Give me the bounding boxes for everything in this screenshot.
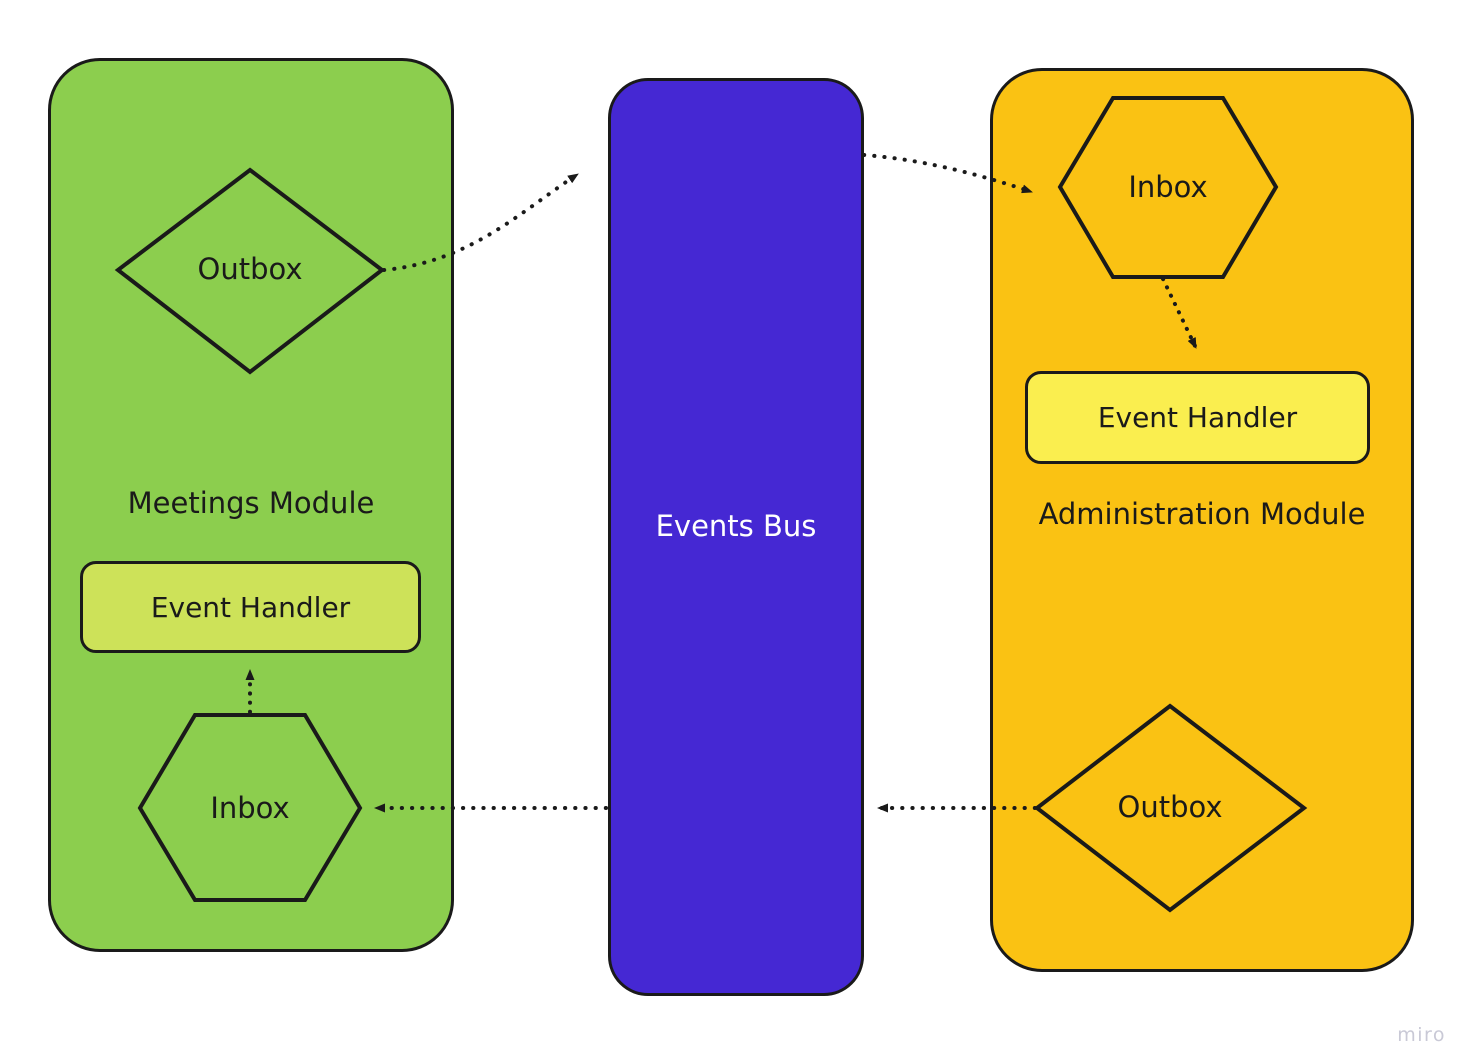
event-handler-administration[interactable]: Event Handler — [1025, 371, 1370, 464]
event-handler-meetings-label: Event Handler — [150, 590, 351, 624]
event-handler-administration-label: Event Handler — [1097, 401, 1298, 434]
module-events-bus[interactable] — [608, 78, 864, 996]
outbox-meetings-shape[interactable] — [114, 167, 386, 375]
inbox-meetings-shape[interactable] — [137, 713, 363, 902]
event-handler-meetings[interactable]: Event Handler — [80, 561, 421, 653]
connector-events-bus-to-inbox-administration[interactable] — [862, 153, 1034, 194]
miro-watermark: miro — [1397, 1024, 1446, 1046]
module-meetings[interactable] — [48, 58, 454, 952]
module-administration[interactable] — [990, 68, 1414, 972]
connector-inbox-administration-to-event-handler[interactable] — [1161, 277, 1198, 350]
inbox-administration-shape[interactable] — [1057, 96, 1279, 279]
connector-outbox-meetings-to-events-bus[interactable] — [382, 172, 580, 272]
outbox-administration-shape[interactable] — [1033, 703, 1308, 913]
